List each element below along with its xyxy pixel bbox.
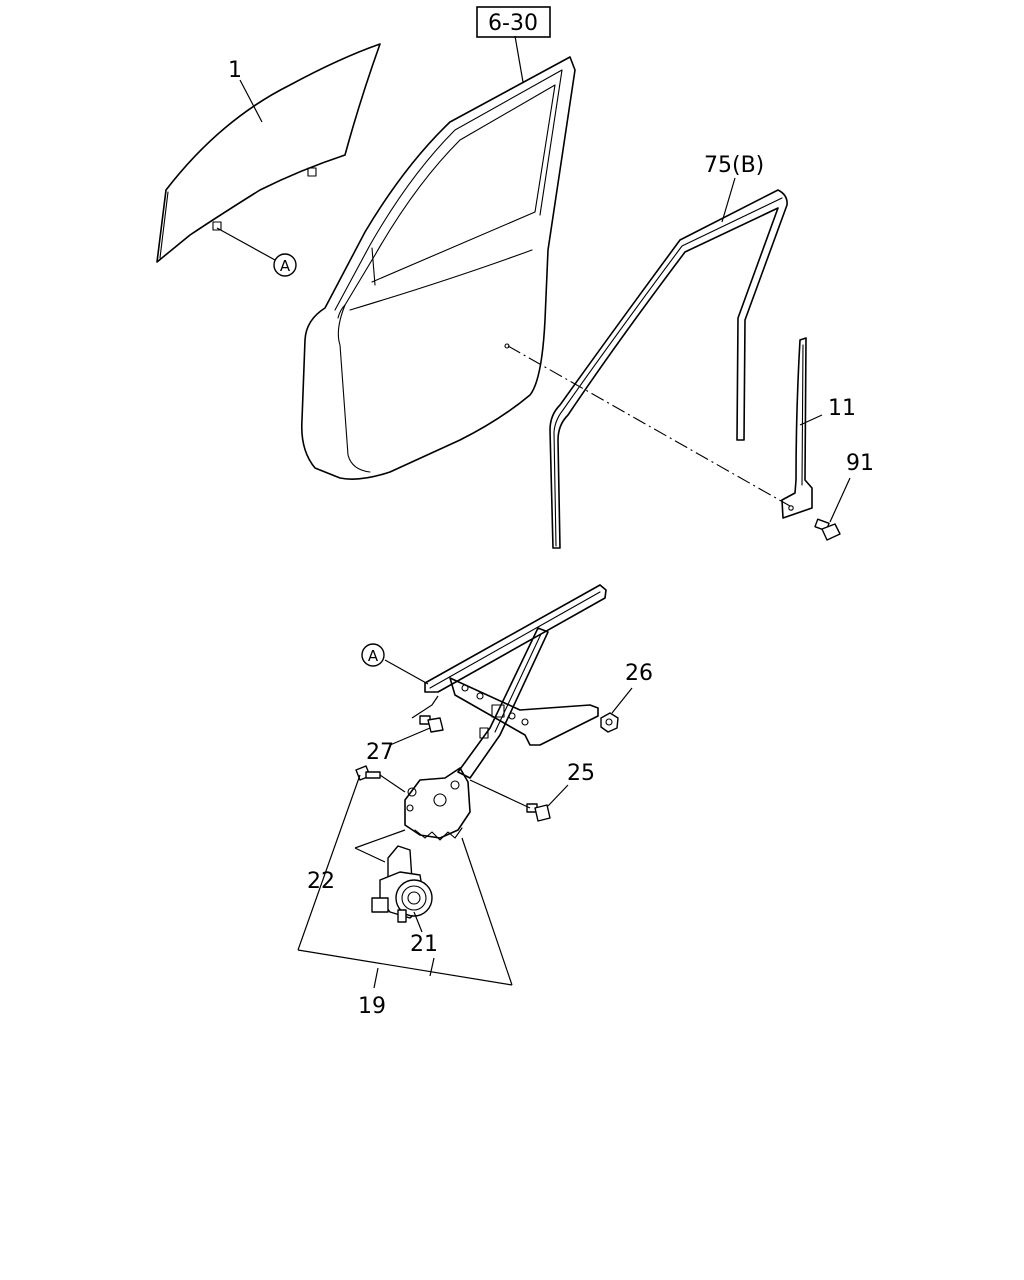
leader-75 bbox=[721, 177, 736, 223]
callout-21: 21 bbox=[410, 932, 438, 957]
glass-run-channel bbox=[549, 189, 788, 549]
door-glass bbox=[156, 43, 381, 263]
callout-27: 27 bbox=[366, 740, 394, 765]
callout-75b: 75(B) bbox=[704, 153, 764, 178]
bolt-25 bbox=[526, 803, 551, 822]
leader-91 bbox=[829, 477, 851, 523]
callout-19: 19 bbox=[358, 994, 386, 1019]
leader-25 bbox=[547, 784, 569, 807]
leader-21 bbox=[413, 911, 423, 933]
reference-box[interactable]: 6-30 bbox=[476, 6, 551, 38]
assembly-bracket bbox=[297, 774, 513, 986]
leader-26 bbox=[611, 687, 633, 714]
marker-a-glass: A bbox=[273, 253, 297, 277]
leader-11 bbox=[799, 414, 823, 426]
leader-27 bbox=[389, 727, 431, 746]
reference-box-label: 6-30 bbox=[488, 11, 538, 36]
callout-1: 1 bbox=[228, 58, 242, 83]
leader-1 bbox=[239, 79, 263, 123]
front-door bbox=[300, 35, 576, 480]
callout-26: 26 bbox=[625, 661, 653, 686]
window-regulator bbox=[404, 584, 607, 841]
leader-glass-a bbox=[216, 227, 276, 261]
alignment-line bbox=[507, 345, 791, 507]
nut-26 bbox=[600, 712, 619, 733]
leader-19b bbox=[429, 957, 435, 977]
dash-25 bbox=[469, 779, 531, 809]
bolt-91 bbox=[814, 518, 841, 541]
callout-22: 22 bbox=[307, 869, 335, 894]
callout-11: 11 bbox=[828, 396, 856, 421]
rear-sash-guide bbox=[781, 337, 813, 519]
bolt-27 bbox=[419, 715, 444, 733]
regulator-motor bbox=[371, 845, 433, 923]
door-mount-hole bbox=[504, 343, 510, 349]
svg-text:A: A bbox=[368, 647, 379, 665]
marker-a-regulator: A bbox=[361, 643, 385, 667]
leader-19a bbox=[373, 967, 379, 989]
callout-25: 25 bbox=[567, 761, 595, 786]
svg-text:A: A bbox=[280, 257, 291, 275]
leader-regulator-a bbox=[384, 659, 429, 685]
callout-91: 91 bbox=[846, 451, 874, 476]
dash-21 bbox=[354, 847, 386, 863]
